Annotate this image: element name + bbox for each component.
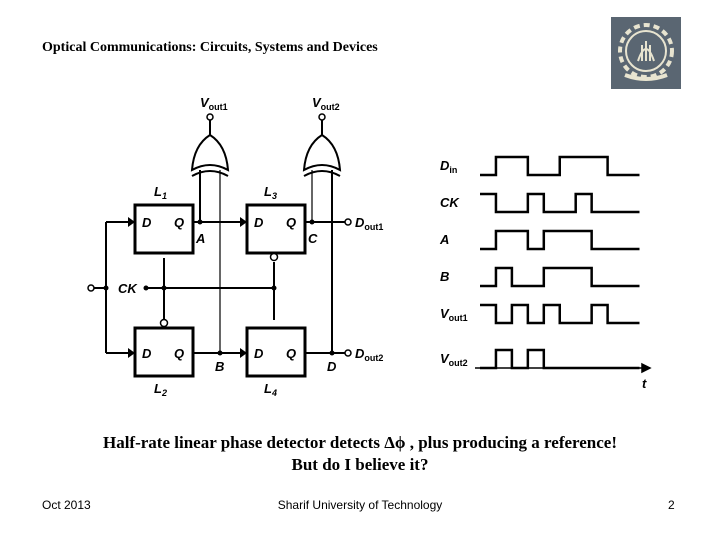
xor-gate-1 xyxy=(190,133,230,172)
dout2-port-label: Dout2 xyxy=(355,346,383,363)
node-d-label: D xyxy=(327,359,337,374)
signal-label-4: Vout1 xyxy=(440,306,468,323)
waveform-2 xyxy=(480,229,640,251)
xor-gate-2 xyxy=(302,133,342,172)
caption-line-2: But do I believe it? xyxy=(291,455,429,474)
vout1-port-label: Vout1 xyxy=(200,95,228,112)
time-axis-label: t xyxy=(642,376,647,391)
l1-d-label: D xyxy=(142,215,152,230)
waveform-0 xyxy=(480,155,640,177)
time-axis xyxy=(475,362,652,374)
signal-label-5: Vout2 xyxy=(440,351,468,368)
university-logo xyxy=(611,17,681,89)
vout2-port-label: Vout2 xyxy=(312,95,340,112)
l3-label: L3 xyxy=(264,184,277,201)
waveform-4 xyxy=(480,303,640,325)
waveform-3 xyxy=(480,266,640,288)
l4-d-label: D xyxy=(254,346,264,361)
ck-label: CK xyxy=(118,281,138,296)
waveform-5 xyxy=(480,348,640,370)
waveform-1 xyxy=(480,192,640,214)
signal-label-2: A xyxy=(439,232,449,247)
l1-label: L1 xyxy=(154,184,167,201)
latch-l3 xyxy=(245,203,307,255)
slide-caption: Half-rate linear phase detector detects … xyxy=(0,432,720,476)
dout1-port-label: Dout1 xyxy=(355,215,383,232)
footer-institution: Sharif University of Technology xyxy=(277,498,443,512)
l2-q-label: Q xyxy=(174,346,184,361)
l1-q-label: Q xyxy=(174,215,184,230)
caption-line-1: Half-rate linear phase detector detects … xyxy=(102,433,618,452)
node-c-label: C xyxy=(308,231,318,246)
node-a-label: A xyxy=(195,231,205,246)
slide-title: Optical Communications: Circuits, System… xyxy=(42,40,378,55)
signal-label-0: Din xyxy=(440,158,457,175)
l2-label: L2 xyxy=(154,381,167,398)
circuit-schematic: D Q D Q D Q D Q L1 L3 L2 L4 A B C D CK D… xyxy=(87,95,383,398)
latch-l1 xyxy=(133,203,195,255)
signal-label-3: B xyxy=(440,269,449,284)
l3-d-label: D xyxy=(254,215,264,230)
l4-label: L4 xyxy=(264,381,277,398)
signal-label-1: CK xyxy=(440,195,460,210)
l3-q-label: Q xyxy=(286,215,296,230)
gear-emblem-icon xyxy=(618,23,674,81)
node-b-label: B xyxy=(215,359,224,374)
l2-d-label: D xyxy=(142,346,152,361)
page-number: 2 xyxy=(668,498,675,512)
footer-date: Oct 2013 xyxy=(42,498,91,512)
l4-q-label: Q xyxy=(286,346,296,361)
